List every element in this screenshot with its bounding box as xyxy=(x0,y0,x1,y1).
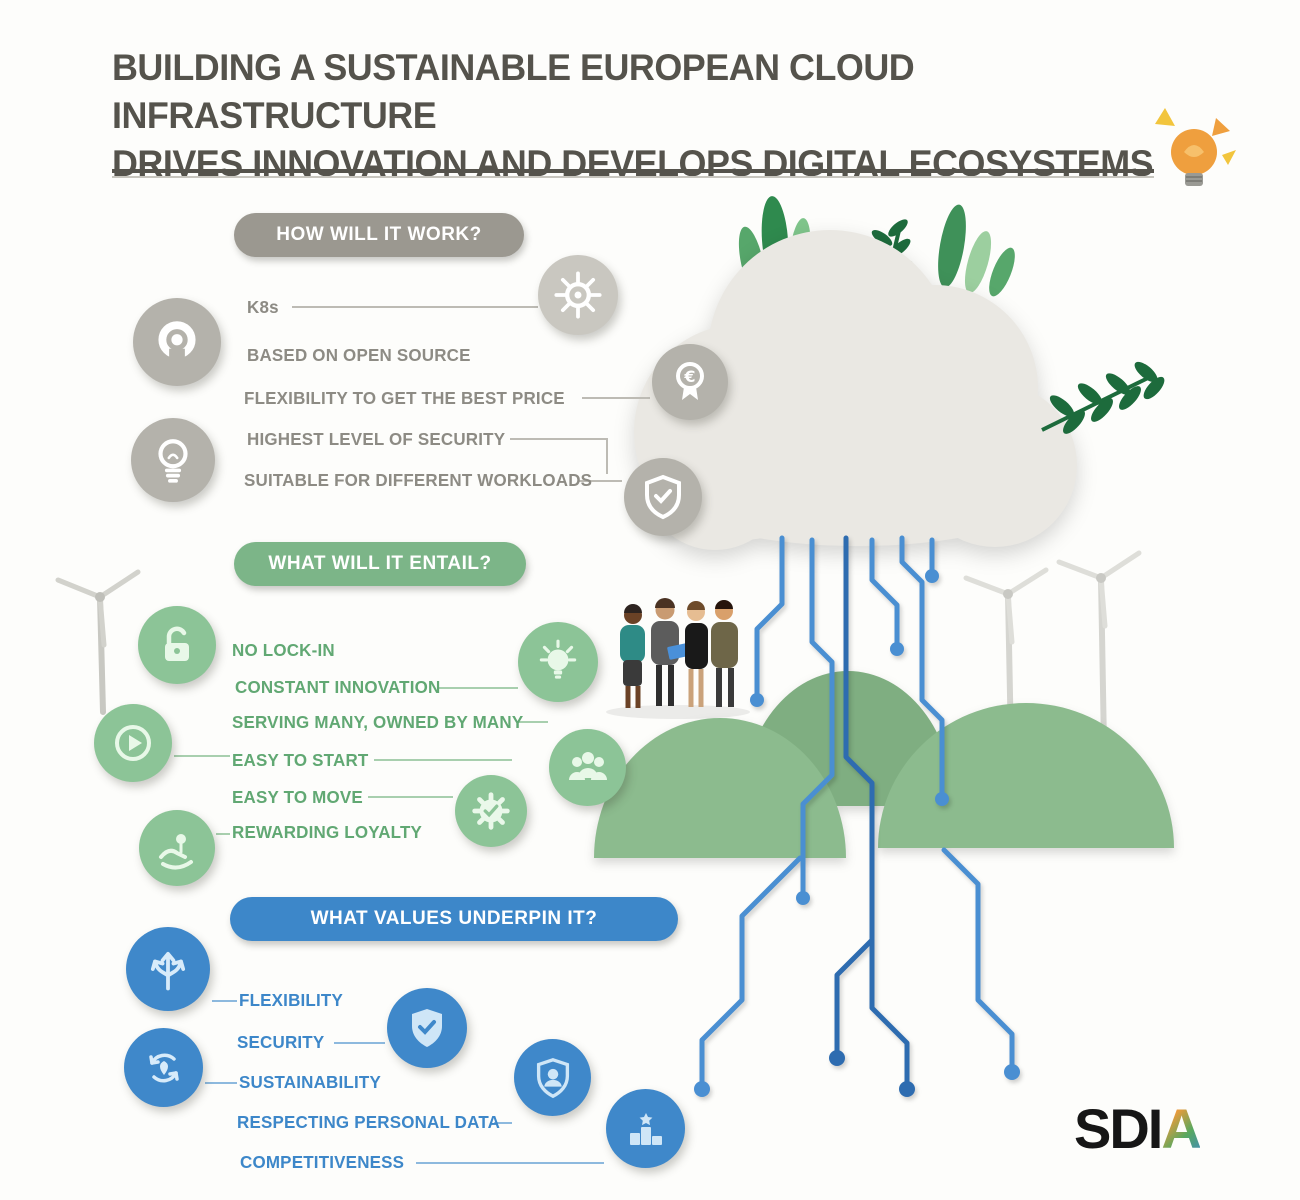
connector-line xyxy=(606,438,608,474)
title-underline-shadow xyxy=(112,176,1154,178)
how-item-opensource: BASED ON OPEN SOURCE xyxy=(247,345,471,365)
section-heading-values: WHAT VALUES UNDERPIN IT? xyxy=(230,897,678,941)
connector-line xyxy=(578,480,622,482)
connector-line xyxy=(374,759,512,761)
entail-item-easymove: EASY TO MOVE xyxy=(232,787,363,807)
values-item-personaldata: RESPECTING PERSONAL DATA xyxy=(237,1112,501,1132)
lightbulb-icon xyxy=(131,418,215,502)
innovation-bulb-icon xyxy=(518,622,598,702)
values-item-competitiveness: COMPETITIVENESS xyxy=(240,1152,405,1172)
connector-line xyxy=(205,1082,237,1084)
shield-check-icon xyxy=(387,988,467,1068)
connector-line xyxy=(518,721,548,723)
circuit-endpoints xyxy=(694,569,1020,1097)
values-item-sustainability: SUSTAINABILITY xyxy=(239,1072,381,1092)
connector-line xyxy=(212,1000,237,1002)
unlock-icon xyxy=(138,606,216,684)
circuit-lines xyxy=(694,535,1020,1097)
gear-check-icon xyxy=(455,775,527,847)
hands-care-icon xyxy=(139,810,215,886)
page-title-line1: BUILDING A SUSTAINABLE EUROPEAN CLOUD IN… xyxy=(112,47,915,137)
people-group xyxy=(606,598,750,719)
connector-line xyxy=(216,833,230,835)
how-item-flexibility: FLEXIBILITY TO GET THE BEST PRICE xyxy=(244,388,565,408)
hills xyxy=(594,671,1174,858)
entail-item-loyalty: REWARDING LOYALTY xyxy=(232,822,423,842)
connector-line xyxy=(174,755,230,757)
how-item-workloads: SUITABLE FOR DIFFERENT WORKLOADS xyxy=(244,470,593,490)
page-title: BUILDING A SUSTAINABLE EUROPEAN CLOUD IN… xyxy=(112,44,1218,188)
entail-item-easystart: EASY TO START xyxy=(232,750,369,770)
play-icon xyxy=(94,704,172,782)
page-title-line2: DRIVES INNOVATION AND DEVELOPS DIGITAL E… xyxy=(112,143,1154,185)
kubernetes-helm-icon xyxy=(538,255,618,335)
security-shield-icon xyxy=(624,458,702,536)
cloud-plants xyxy=(738,196,1015,303)
connector-line xyxy=(494,1122,512,1124)
connector-line xyxy=(438,687,518,689)
connector-line xyxy=(416,1162,604,1164)
wind-turbine-left xyxy=(55,569,141,715)
section-heading-how: HOW WILL IT WORK? xyxy=(234,213,524,257)
open-source-icon xyxy=(133,298,221,386)
podium-icon xyxy=(606,1089,685,1168)
people-group-icon xyxy=(549,729,626,806)
sdia-logo: SDIA xyxy=(1074,1096,1202,1161)
values-item-security: SECURITY xyxy=(237,1032,325,1052)
leaf-branch-right xyxy=(1041,361,1165,434)
entail-item-serving: SERVING MANY, OWNED BY MANY xyxy=(232,712,524,732)
entail-item-nolockin: NO LOCK-IN xyxy=(232,640,335,660)
entail-item-innovation: CONSTANT INNOVATION xyxy=(235,677,441,697)
sdia-logo-a: A xyxy=(1161,1097,1201,1160)
person-security-icon xyxy=(514,1039,591,1116)
connector-line xyxy=(510,438,608,440)
connector-line xyxy=(368,796,453,798)
recycle-leaf-icon xyxy=(124,1028,203,1107)
wind-turbines-right xyxy=(963,550,1142,748)
sdia-logo-sdi: SDI xyxy=(1074,1097,1163,1160)
how-item-k8s: K8s xyxy=(247,297,279,317)
section-heading-entail: WHAT WILL IT ENTAIL? xyxy=(234,542,526,586)
values-item-flexibility: FLEXIBILITY xyxy=(239,990,343,1010)
connector-line xyxy=(334,1042,385,1044)
svg-text:€: € xyxy=(683,367,695,386)
title-underline xyxy=(112,169,1154,173)
how-item-security: HIGHEST LEVEL OF SECURITY xyxy=(247,429,506,449)
euro-medal-icon: € xyxy=(652,344,728,420)
connector-line xyxy=(292,306,538,308)
branch-arrows-icon xyxy=(126,927,210,1011)
connector-line xyxy=(582,397,650,399)
